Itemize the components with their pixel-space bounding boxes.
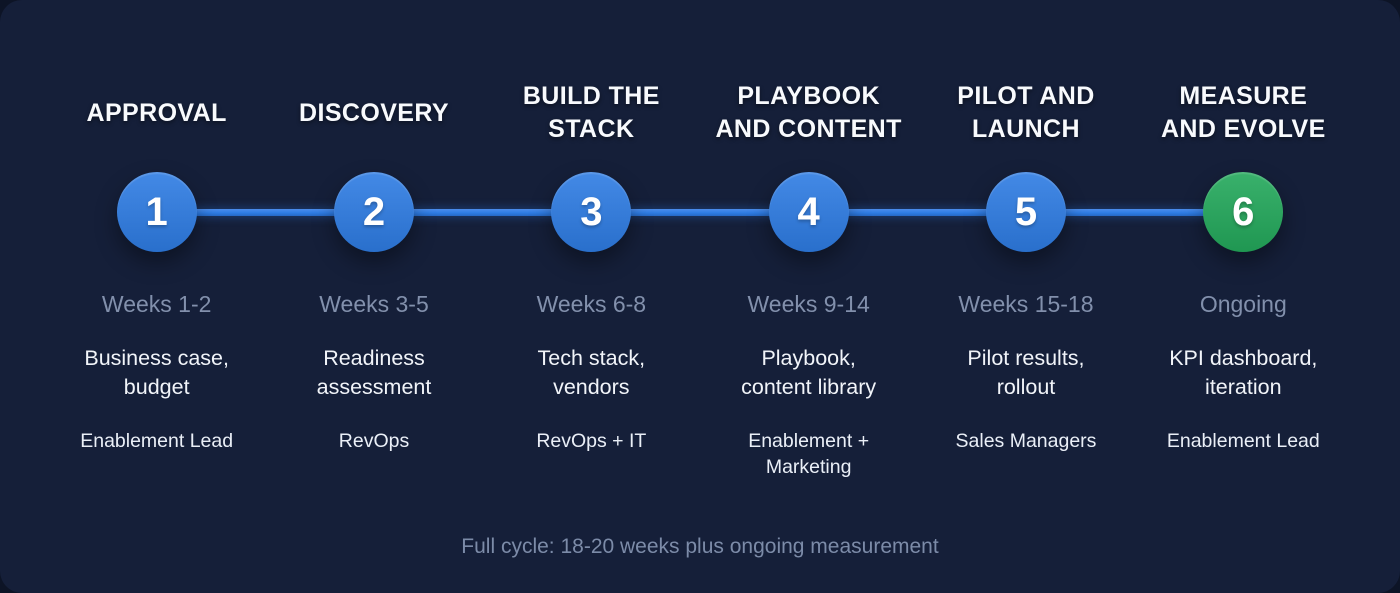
stage-title: PILOT AND LAUNCH <box>957 82 1095 143</box>
stage-columns: APPROVAL 1 Weeks 1-2 Business case, budg… <box>48 0 1352 593</box>
stage-deliverable: KPI dashboard, iteration <box>1169 346 1318 399</box>
stage-deliverable: Playbook, content library <box>741 346 877 399</box>
stage-weeks: Weeks 15-18 <box>958 291 1094 317</box>
stage-number: 3 <box>580 189 603 234</box>
stage-column-4: PLAYBOOK AND CONTENT 4 Weeks 9-14 Playbo… <box>700 0 917 593</box>
stage-number: 1 <box>145 189 168 234</box>
stage-column-5: PILOT AND LAUNCH 5 Weeks 15-18 Pilot res… <box>917 0 1134 593</box>
timeline-connector-line <box>157 209 1243 216</box>
stage-deliverable: Pilot results, rollout <box>967 346 1085 399</box>
stage-number-circle: 5 <box>985 172 1066 252</box>
stage-title: DISCOVERY <box>299 98 449 127</box>
stage-deliverable: Readiness assessment <box>316 346 432 399</box>
stage-deliverable: Tech stack, vendors <box>537 346 646 399</box>
timeline-band: 3 <box>551 168 632 256</box>
stage-number: 2 <box>362 189 386 234</box>
stage-title: PLAYBOOK AND CONTENT <box>715 82 902 143</box>
timeline-band: 6 <box>1203 168 1284 256</box>
timeline-band: 5 <box>985 168 1066 256</box>
stage-title: APPROVAL <box>86 98 227 127</box>
stage-number: 6 <box>1232 189 1255 234</box>
stage-weeks: Weeks 9-14 <box>747 291 870 317</box>
stage-weeks: Weeks 1-2 <box>101 291 212 317</box>
timeline-band: 4 <box>768 168 849 256</box>
timeline-band: 2 <box>333 168 414 256</box>
stage-number: 5 <box>1014 189 1038 234</box>
stage-number-circle: 3 <box>551 172 632 252</box>
stage-deliverable: Business case, budget <box>84 346 229 399</box>
stage-weeks: Weeks 3-5 <box>319 291 429 317</box>
stage-column-1: APPROVAL 1 Weeks 1-2 Business case, budg… <box>48 0 265 593</box>
cycle-summary-text: Full cycle: 18-20 weeks plus ongoing mea… <box>461 535 939 558</box>
stage-owner: Enablement Lead <box>80 430 234 452</box>
stage-weeks: Weeks 6-8 <box>536 291 647 317</box>
stage-owner: Enablement Lead <box>1166 430 1320 452</box>
stage-owner: Sales Managers <box>955 430 1097 452</box>
stage-number-circle: 4 <box>768 172 849 252</box>
stage-owner: RevOps <box>338 430 410 452</box>
stage-title: BUILD THE STACK <box>522 82 660 143</box>
stage-number-circle: 6 <box>1203 172 1284 252</box>
stage-owner: Enablement + Marketing <box>748 430 870 478</box>
stage-column-3: BUILD THE STACK 3 Weeks 6-8 Tech stack, … <box>483 0 700 593</box>
stage-owner: RevOps + IT <box>536 430 647 452</box>
stage-number-circle: 2 <box>333 172 414 252</box>
stage-number-circle: 1 <box>116 172 197 252</box>
stage-number: 4 <box>797 189 820 234</box>
stage-column-2: DISCOVERY 2 Weeks 3-5 Readiness assessme… <box>265 0 482 593</box>
timeline-band: 1 <box>116 168 197 256</box>
stage-weeks: Ongoing <box>1199 291 1287 317</box>
stage-column-6: MEASURE AND EVOLVE 6 Ongoing KPI dashboa… <box>1135 0 1352 593</box>
stage-title: MEASURE AND EVOLVE <box>1160 82 1326 143</box>
